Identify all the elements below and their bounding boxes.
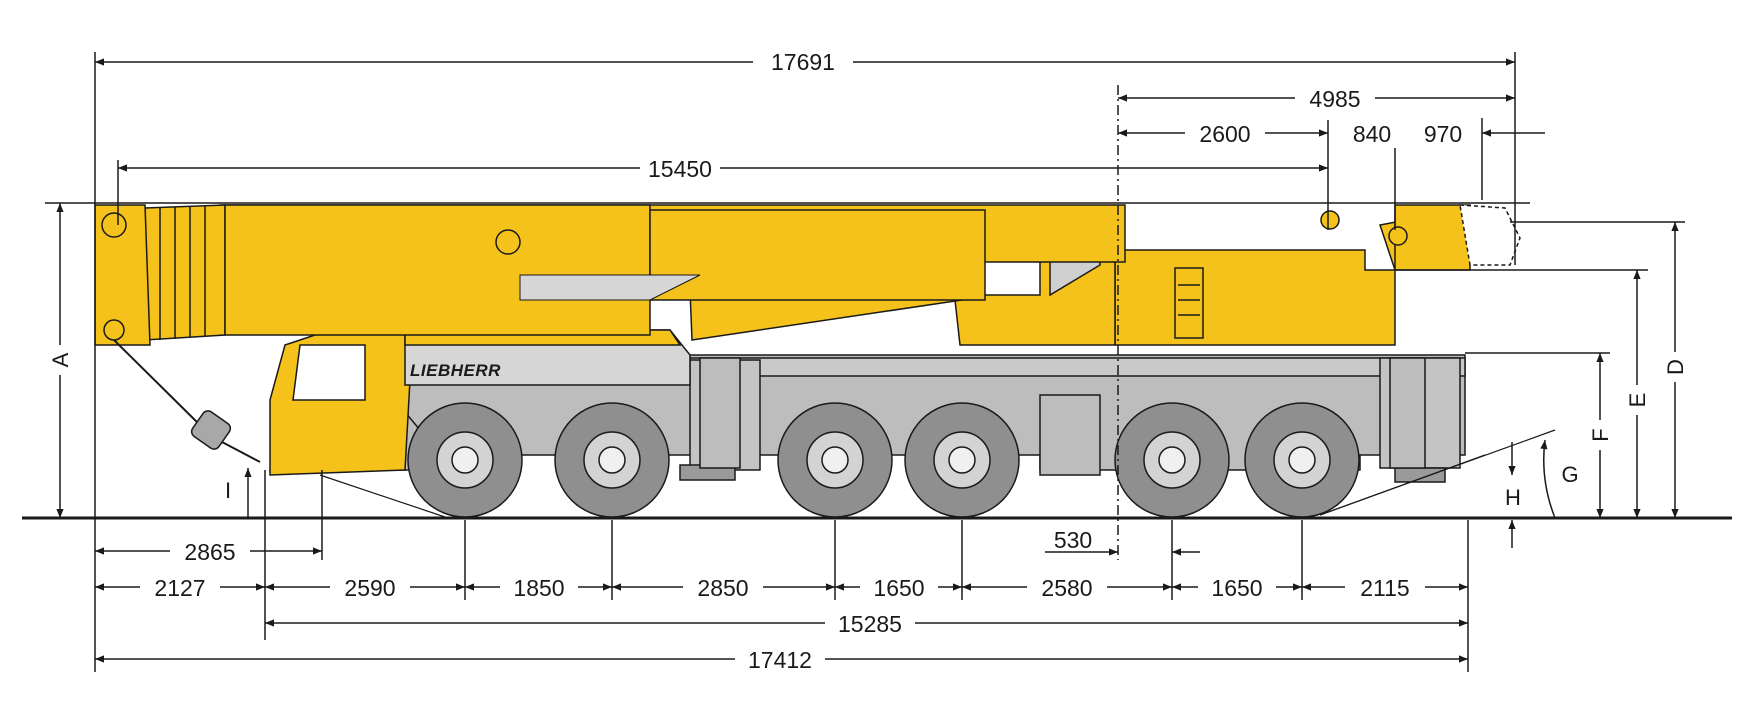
dim-rear-970: 970	[1424, 121, 1462, 147]
telescopic-boom	[144, 204, 1126, 341]
crane-illustration: LIEBHERR	[94, 204, 1521, 518]
dim-boom-length: 15450	[648, 156, 712, 182]
dim-axle-1850: 1850	[513, 575, 564, 601]
dim-rear-4985: 4985	[1309, 86, 1360, 112]
dim-rear-2115: 2115	[1360, 575, 1409, 601]
dim-axle-2590: 2590	[344, 575, 395, 601]
wheel-axle-4	[904, 402, 1020, 518]
rear-outrigger	[1389, 357, 1426, 469]
dim-axle-2580: 2580	[1041, 575, 1092, 601]
label-D: D	[1663, 359, 1688, 375]
label-I: I	[225, 478, 231, 503]
dim-axle-1650-b: 1650	[1211, 575, 1262, 601]
dim-axle-2850: 2850	[697, 575, 748, 601]
wheel-axle-5	[1114, 402, 1230, 518]
front-outrigger	[699, 357, 741, 469]
label-F: F	[1588, 428, 1613, 441]
dim-rear-840: 840	[1353, 121, 1391, 147]
dim-rear-2600: 2600	[1199, 121, 1250, 147]
angle-lines	[319, 429, 1556, 518]
dim-overall-length: 17691	[771, 49, 835, 75]
wheel-axle-2	[554, 402, 670, 518]
hook-block	[113, 339, 261, 463]
label-H: H	[1505, 485, 1521, 510]
label-E: E	[1625, 393, 1650, 408]
dim-front-2865: 2865	[184, 539, 235, 565]
boom-head	[94, 204, 151, 346]
wheel-axle-6	[1244, 402, 1360, 518]
label-A: A	[48, 352, 73, 367]
label-G: G	[1561, 462, 1578, 487]
rear-counterweight	[1320, 204, 1521, 271]
brand-logo: LIEBHERR	[410, 361, 501, 380]
dim-front-2127: 2127	[154, 575, 205, 601]
wheel-axle-3	[777, 402, 893, 518]
driver-cab	[269, 317, 411, 476]
wheel-axle-1	[407, 402, 523, 518]
dim-offset-530: 530	[1054, 527, 1092, 553]
dim-axle-1650-a: 1650	[873, 575, 924, 601]
dim-chassis-15285: 15285	[838, 611, 902, 637]
dim-overall-17412: 17412	[748, 647, 812, 673]
